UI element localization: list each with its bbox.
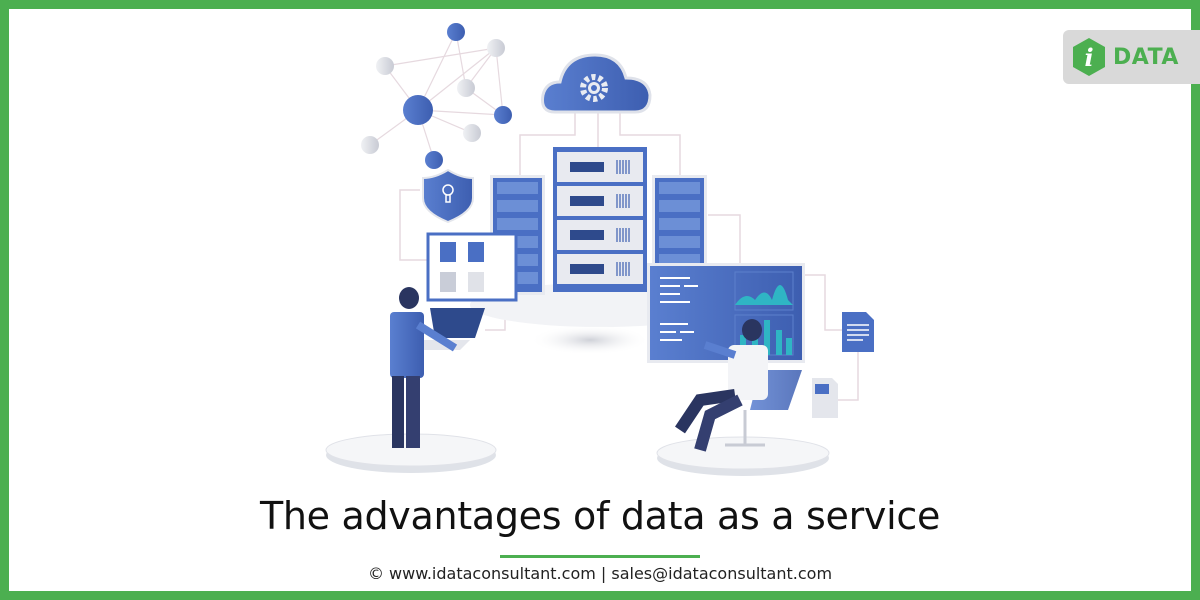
svg-text:i: i [1084, 43, 1093, 72]
data-service-illustration [325, 23, 874, 476]
person-seated-icon [675, 319, 802, 452]
headline-divider [500, 555, 700, 558]
hexagon-i-icon: i [1073, 38, 1105, 76]
network-graph-icon [361, 23, 512, 169]
document-icon [812, 312, 874, 418]
shield-keyhole-icon [422, 168, 474, 224]
file-panel-icon [426, 232, 518, 302]
cloud-gear-icon [541, 53, 652, 114]
brand-logo[interactable]: i DATA [1063, 30, 1200, 84]
logo-text: DATA [1113, 44, 1179, 70]
footer-contact: © www.idataconsultant.com | sales@idatac… [367, 564, 833, 583]
person-standing-icon [390, 287, 485, 448]
dashboard-screen-icon [647, 263, 805, 363]
server-rack-center [553, 147, 647, 292]
page-headline: The advantages of data as a service [259, 494, 941, 538]
